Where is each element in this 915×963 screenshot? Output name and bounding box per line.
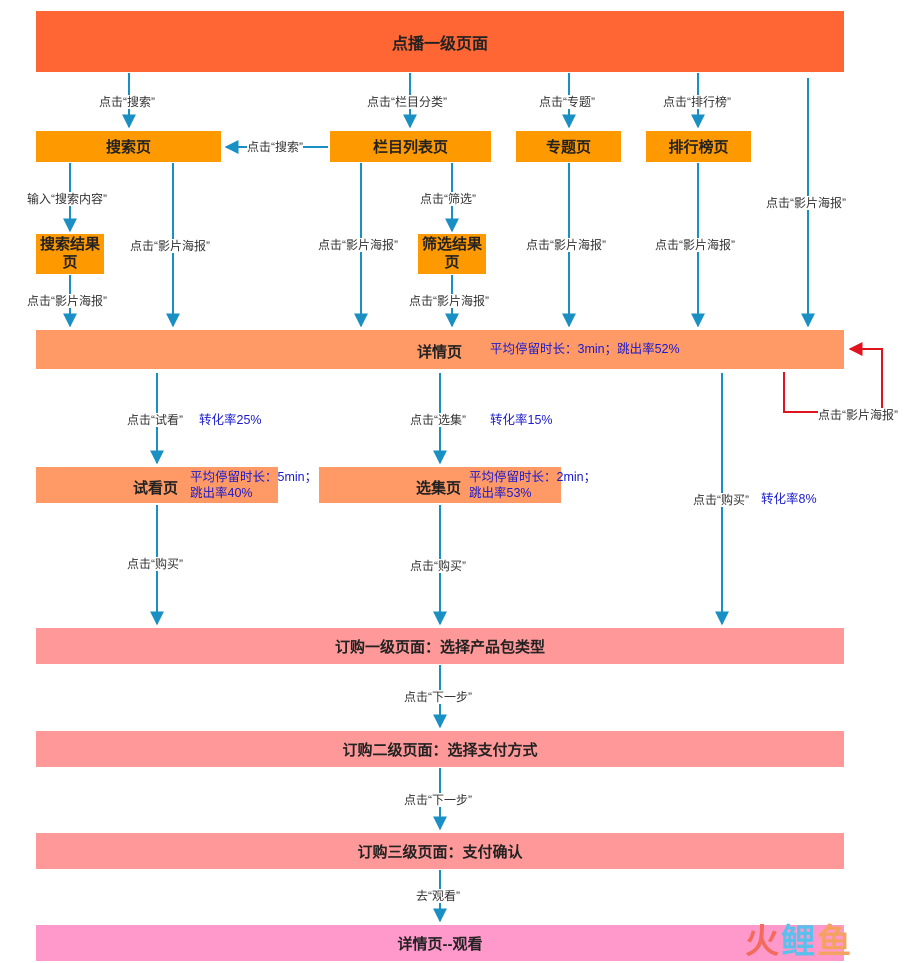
watermark-logo: 火鲤鱼: [745, 914, 853, 963]
node-episode-page: 选集页: [319, 467, 561, 503]
metric-episode-stay: 平均停留时长：2min；: [469, 470, 597, 484]
node-filter-result-page: 筛选结果页: [418, 234, 486, 274]
node-order-level2: 订购二级页面：选择支付方式: [36, 731, 844, 767]
edge-label-click-preview: 点击“试看”: [127, 413, 183, 427]
edge-label-go-watch: 去“观看”: [416, 889, 460, 903]
edge-label-poster-filter-result: 点击“影片海报”: [409, 294, 489, 308]
node-search-result-page: 搜索结果页: [36, 234, 104, 274]
edge-label-buy-episode: 点击“购买”: [410, 559, 466, 573]
node-detail-page: 详情页: [36, 330, 844, 369]
edge-label-input-search: 输入“搜索内容”: [27, 192, 107, 206]
metric-episode-conversion: 转化率15%: [490, 413, 553, 427]
node-detail-label: 详情页: [417, 344, 463, 361]
edge-label-click-filter: 点击“筛选”: [420, 192, 476, 206]
edge-label-poster-category: 点击“影片海报”: [318, 238, 398, 252]
node-detail-watch: 详情页--观看: [36, 925, 844, 961]
logo-char-2: 鲤: [781, 923, 817, 961]
metric-preview-conversion: 转化率25%: [199, 413, 262, 427]
metric-preview-stay: 平均停留时长：5min；: [190, 470, 318, 484]
metric-detail-stay-bounce: 平均停留时长：3min；跳出率52%: [490, 342, 680, 356]
node-order-level3: 订购三级页面：支付确认: [36, 833, 844, 869]
edge-label-poster-search: 点击“影片海报”: [130, 239, 210, 253]
node-search-page: 搜索页: [36, 131, 221, 162]
node-order-level1: 订购一级页面：选择产品包类型: [36, 628, 844, 664]
logo-char-1: 火: [745, 923, 781, 961]
edge-label-buy-detail: 点击“购买”: [693, 493, 749, 507]
logo-char-3: 鱼: [817, 923, 853, 961]
node-category-list-page: 栏目列表页: [330, 131, 491, 162]
node-preview-label: 试看页: [133, 480, 179, 497]
metric-detail-buy-conversion: 转化率8%: [761, 492, 817, 506]
edge-label-poster-loop: 点击“影片海报”: [818, 408, 898, 422]
edge-label-poster-search-result: 点击“影片海报”: [27, 294, 107, 308]
node-rank-page: 排行榜页: [646, 131, 751, 162]
edge-label-buy-preview: 点击“购买”: [127, 557, 183, 571]
node-preview-page: 试看页: [36, 467, 278, 503]
node-topic-page: 专题页: [516, 131, 621, 162]
edge-label-click-search: 点击“搜索”: [99, 95, 155, 109]
metric-episode-bounce: 跳出率53%: [469, 486, 532, 500]
node-episode-label: 选集页: [416, 480, 462, 497]
edge-label-poster-rank: 点击“影片海报”: [655, 238, 735, 252]
edge-label-click-rank: 点击“排行榜”: [663, 95, 731, 109]
edge-label-next2: 点击“下一步”: [404, 793, 472, 807]
edge-label-click-topic: 点击“专题”: [539, 95, 595, 109]
edge-label-click-search-category: 点击“搜索”: [247, 140, 303, 154]
metric-preview-bounce: 跳出率40%: [190, 486, 253, 500]
edge-label-poster-topic: 点击“影片海报”: [526, 238, 606, 252]
edge-label-next1: 点击“下一步”: [404, 690, 472, 704]
edge-label-click-episode: 点击“选集”: [410, 413, 466, 427]
edge-label-click-category: 点击“栏目分类”: [367, 95, 447, 109]
edge-label-poster-top: 点击“影片海报”: [766, 196, 846, 210]
node-vod-top-page: 点播一级页面: [36, 11, 844, 72]
